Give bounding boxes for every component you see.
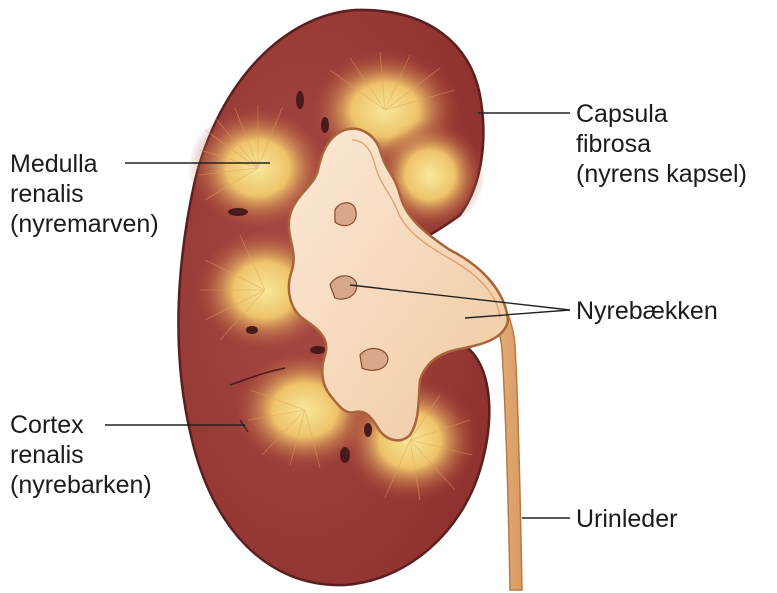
- label-cortex: Cortex renalis (nyrebarken): [10, 411, 152, 499]
- label-ureter: Urinleder: [576, 505, 677, 533]
- label-pelvis: Nyrebækken: [576, 297, 718, 325]
- label-capsula: Capsula fibrosa (nyrens kapsel): [576, 100, 747, 188]
